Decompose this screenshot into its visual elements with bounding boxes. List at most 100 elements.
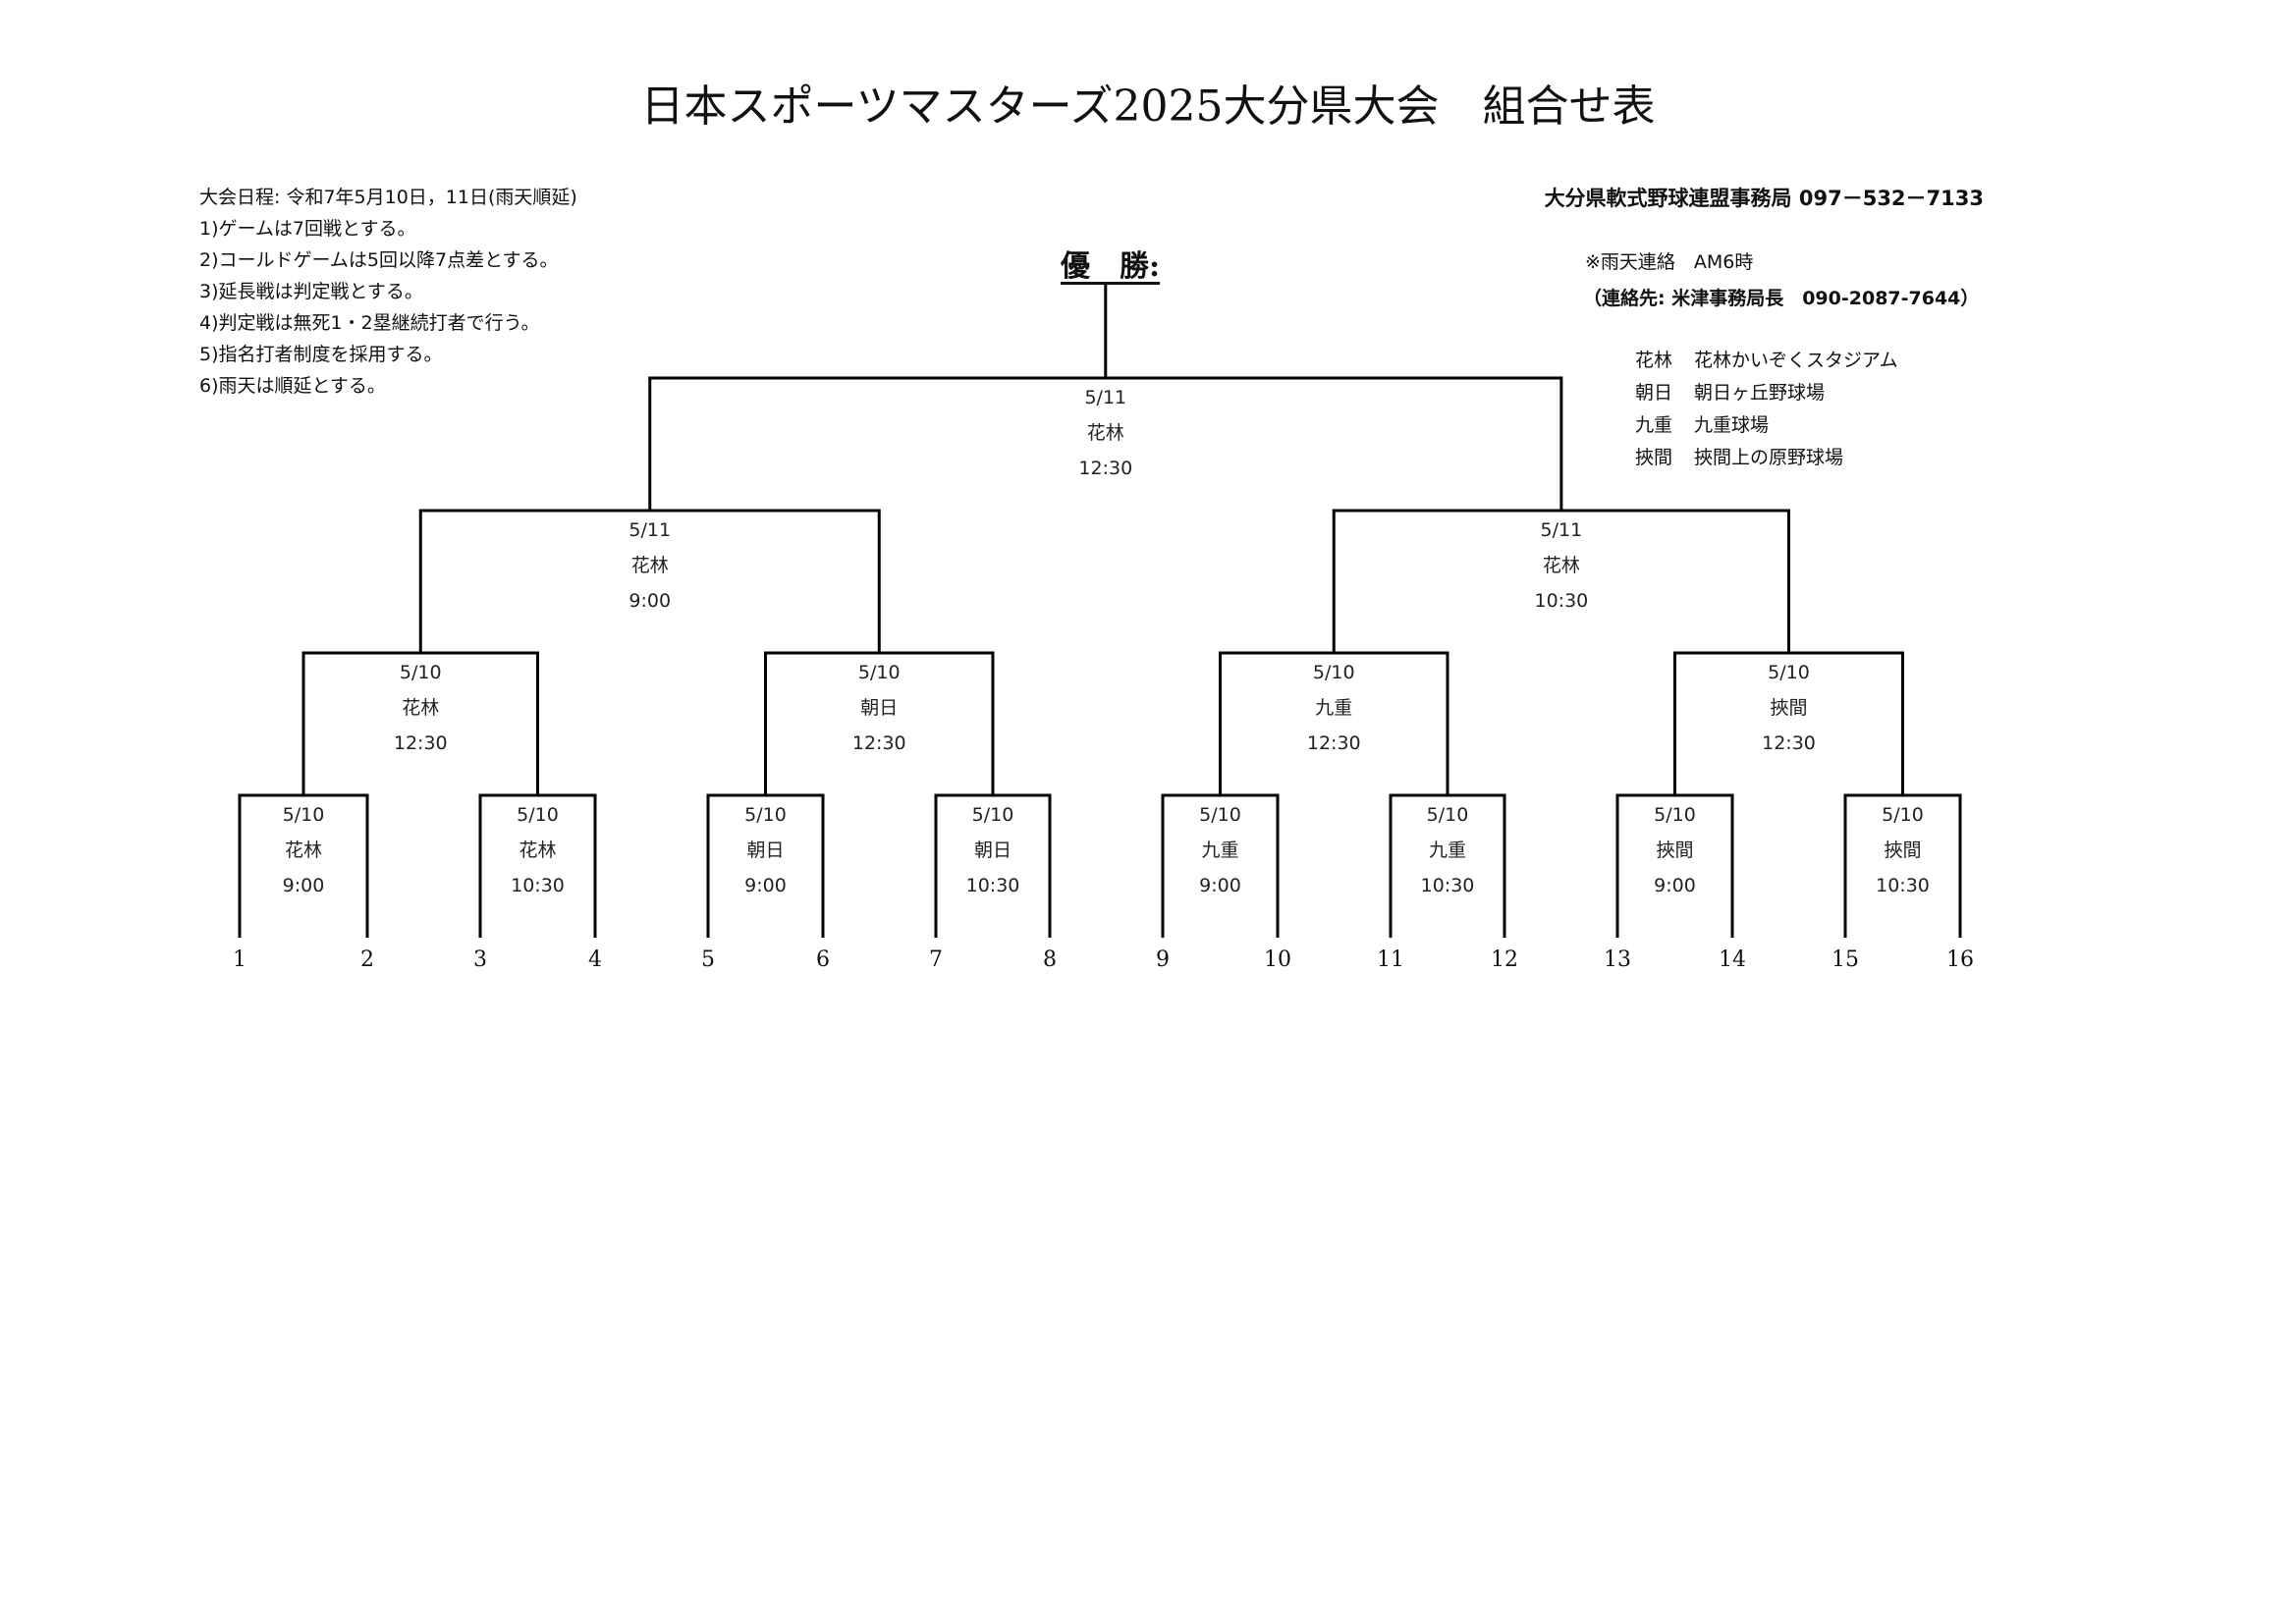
game-time: 12:30 xyxy=(393,732,448,754)
game-date: 5/10 xyxy=(971,804,1014,826)
team-number: 10 xyxy=(1264,947,1291,972)
venue-name: 花林かいぞくスタジアム xyxy=(1694,350,1898,371)
game-r1-3: 5/10 朝日 9:00 xyxy=(668,797,864,903)
rule-item: 6)雨天は順延とする。 xyxy=(199,375,386,397)
game-date: 5/11 xyxy=(1084,387,1127,408)
game-date: 5/10 xyxy=(857,662,901,683)
champion-label: 優 勝: xyxy=(1061,249,1161,284)
game-date: 5/10 xyxy=(399,662,442,683)
team-number: 14 xyxy=(1719,947,1746,972)
game-time: 9:00 xyxy=(629,590,672,612)
game-time: 12:30 xyxy=(1306,732,1361,754)
game-time: 12:30 xyxy=(1078,458,1133,479)
game-time: 9:00 xyxy=(282,875,325,896)
game-time: 10:30 xyxy=(965,875,1020,896)
team-number: 13 xyxy=(1604,947,1631,972)
rule-item: 5)指名打者制度を採用する。 xyxy=(199,344,443,365)
venue-name: 朝日ヶ丘野球場 xyxy=(1694,382,1826,404)
game-date: 5/10 xyxy=(282,804,325,826)
rain-notice: ※雨天連絡 AM6時 xyxy=(1585,251,1754,273)
venue-abbr: 挾間 xyxy=(1635,447,1673,468)
game-time: 12:30 xyxy=(851,732,906,754)
game-time: 9:00 xyxy=(744,875,787,896)
venue-legend-row: 九重九重球場 xyxy=(1635,409,1898,442)
game-time: 9:00 xyxy=(1199,875,1241,896)
team-number: 12 xyxy=(1491,947,1518,972)
office-contact: 大分県軟式野球連盟事務局 097－532－7133 xyxy=(1544,187,1984,210)
venue-legend: 花林花林かいぞくスタジアム 朝日朝日ヶ丘野球場 九重九重球場 挾間挾間上の原野球… xyxy=(1635,345,1898,474)
game-date: 5/10 xyxy=(1654,804,1696,826)
game-r1-1: 5/10 花林 9:00 xyxy=(205,797,402,903)
game-r1-4: 5/10 朝日 10:30 xyxy=(895,797,1091,903)
game-date: 5/10 xyxy=(1199,804,1241,826)
team-number: 2 xyxy=(360,947,374,972)
rule-item: 1)ゲームは7回戦とする。 xyxy=(199,218,416,240)
game-date: 5/10 xyxy=(517,804,559,826)
team-number: 3 xyxy=(473,947,487,972)
rule-schedule: 大会日程: 令和7年5月10日，11日(雨天順延) xyxy=(199,187,577,208)
game-venue: 花林 xyxy=(1086,422,1124,444)
team-number: 1 xyxy=(233,947,246,972)
game-semi-2: 5/11 花林 10:30 xyxy=(1463,513,1660,619)
venue-legend-row: 朝日朝日ヶ丘野球場 xyxy=(1635,377,1898,409)
game-venue: 花林 xyxy=(284,839,322,861)
game-semi-1: 5/11 花林 9:00 xyxy=(552,513,748,619)
rule-item: 2)コールドゲームは5回以降7点差とする。 xyxy=(199,249,559,271)
game-time: 10:30 xyxy=(511,875,565,896)
game-venue: 九重 xyxy=(1315,697,1353,719)
game-date: 5/10 xyxy=(1312,662,1355,683)
game-venue: 花林 xyxy=(630,555,669,576)
game-date: 5/11 xyxy=(1540,519,1583,541)
venue-name: 九重球場 xyxy=(1694,414,1770,436)
game-r2-1: 5/10 花林 12:30 xyxy=(322,655,519,761)
game-time: 10:30 xyxy=(1876,875,1930,896)
game-venue: 花林 xyxy=(519,839,557,861)
venue-abbr: 花林 xyxy=(1635,350,1673,371)
game-venue: 花林 xyxy=(1542,555,1580,576)
rain-contact: （連絡先: 米津事務局長 090-2087-7644） xyxy=(1583,288,1980,309)
game-r2-2: 5/10 朝日 12:30 xyxy=(781,655,977,761)
game-time: 10:30 xyxy=(1534,590,1589,612)
game-r1-8: 5/10 挾間 10:30 xyxy=(1805,797,2001,903)
game-venue: 朝日 xyxy=(973,839,1011,861)
venue-legend-row: 花林花林かいぞくスタジアム xyxy=(1635,345,1898,377)
game-r1-2: 5/10 花林 10:30 xyxy=(440,797,636,903)
game-venue: 九重 xyxy=(1201,839,1239,861)
venue-legend-row: 挾間挾間上の原野球場 xyxy=(1635,442,1898,474)
game-date: 5/10 xyxy=(1426,804,1469,826)
game-venue: 朝日 xyxy=(860,697,899,719)
game-time: 12:30 xyxy=(1762,732,1816,754)
game-r2-4: 5/10 挾間 12:30 xyxy=(1691,655,1887,761)
game-date: 5/10 xyxy=(744,804,787,826)
venue-abbr: 九重 xyxy=(1635,414,1673,436)
rule-item: 4)判定戦は無死1・2塁継続打者で行う。 xyxy=(199,312,540,334)
page-title: 日本スポーツマスターズ2025大分県大会 組合せ表 xyxy=(640,81,1656,132)
game-final-1: 5/11 花林 12:30 xyxy=(1008,380,1204,486)
game-r1-7: 5/10 挾間 9:00 xyxy=(1577,797,1774,903)
team-number: 4 xyxy=(588,947,602,972)
game-venue: 朝日 xyxy=(746,839,785,861)
game-date: 5/10 xyxy=(1768,662,1810,683)
game-venue: 九重 xyxy=(1428,839,1466,861)
team-number: 15 xyxy=(1831,947,1859,972)
team-number: 8 xyxy=(1043,947,1057,972)
team-number: 5 xyxy=(701,947,715,972)
game-r2-3: 5/10 九重 12:30 xyxy=(1235,655,1432,761)
game-r1-5: 5/10 九重 9:00 xyxy=(1122,797,1319,903)
game-time: 9:00 xyxy=(1654,875,1696,896)
game-date: 5/10 xyxy=(1882,804,1924,826)
game-date: 5/11 xyxy=(629,519,672,541)
game-venue: 挾間 xyxy=(1884,839,1922,861)
team-number: 9 xyxy=(1156,947,1170,972)
game-venue: 挾間 xyxy=(1770,697,1808,719)
team-number: 16 xyxy=(1946,947,1974,972)
venue-name: 挾間上の原野球場 xyxy=(1694,447,1844,468)
rule-item: 3)延長戦は判定戦とする。 xyxy=(199,281,423,302)
team-number: 6 xyxy=(816,947,830,972)
tournament-rules: 大会日程: 令和7年5月10日，11日(雨天順延) 1)ゲームは7回戦とする。 … xyxy=(199,182,577,402)
team-number: 7 xyxy=(929,947,943,972)
game-venue: 花林 xyxy=(402,697,440,719)
game-venue: 挾間 xyxy=(1656,839,1694,861)
